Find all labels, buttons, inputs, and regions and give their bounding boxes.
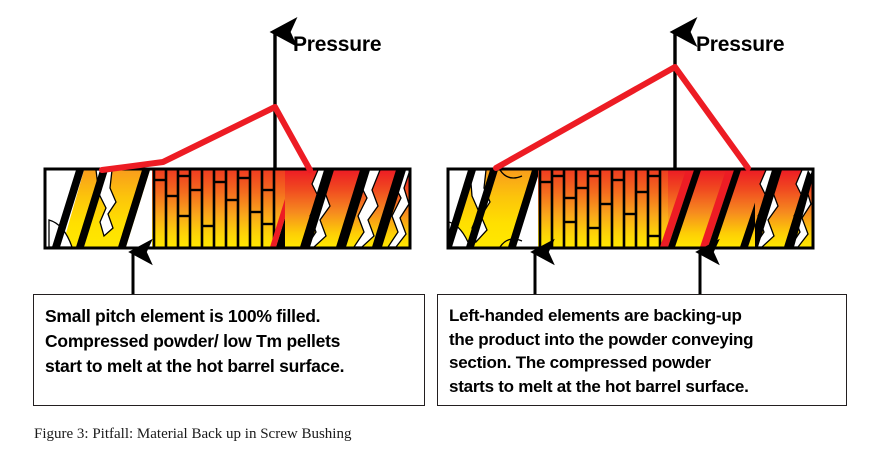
pressure-label-right: Pressure xyxy=(696,33,785,56)
zone-powder-conveying-left xyxy=(46,170,152,247)
callout-left-line-3: start to melt at the hot barrel surface. xyxy=(45,356,345,376)
callout-left-line-1: Small pitch element is 100% filled. xyxy=(45,306,321,326)
callout-right-line-3: section. The compressed powder xyxy=(449,353,711,372)
pressure-curve-right xyxy=(493,64,751,171)
zone-melt-conveying-left xyxy=(285,170,409,247)
zone-left-handed-elements xyxy=(660,170,774,247)
barrel-right xyxy=(446,167,815,250)
zone-melt-conveying-right xyxy=(755,170,812,247)
zone-powder-conveying-right xyxy=(449,170,538,247)
callout-right-line-1: Left-handed elements are backing-up xyxy=(449,306,742,325)
callout-box-right: Left-handed elements are backing-up the … xyxy=(437,294,847,406)
zone-small-pitch-element xyxy=(152,170,310,247)
zone-compressed-powder xyxy=(538,170,668,247)
callout-right-line-4: starts to melt at the hot barrel surface… xyxy=(449,376,749,396)
callout-left-line-2: Compressed powder/ low Tm pellets xyxy=(45,331,341,351)
barrel-left xyxy=(43,167,412,250)
callout-box-left: Small pitch element is 100% filled. Comp… xyxy=(33,294,425,406)
pressure-curve-left xyxy=(99,104,313,173)
pressure-label-left: Pressure xyxy=(293,33,382,56)
callout-right-line-2: the product into the powder conveying xyxy=(449,329,754,349)
figure-caption: Figure 3: Pitfall: Material Back up in S… xyxy=(34,426,352,442)
